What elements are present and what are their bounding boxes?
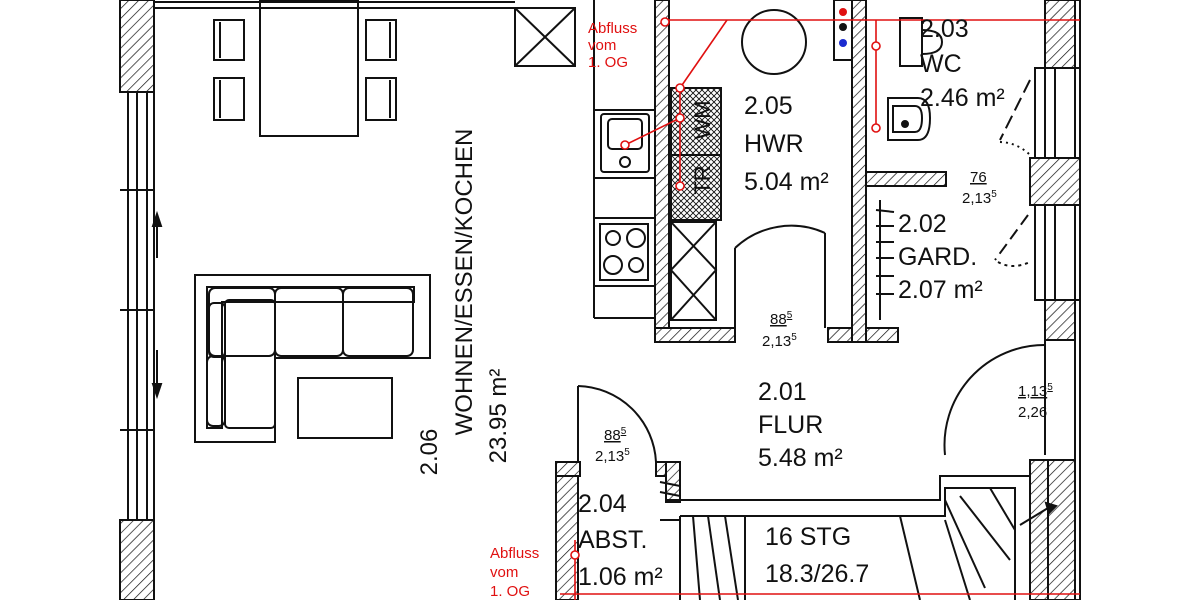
opening-wc-door: 76 2,135 (962, 169, 997, 207)
room-number-wc: 2.03 (920, 15, 969, 43)
drain-lines (560, 19, 1080, 600)
washer-label: WM (690, 100, 715, 139)
toilet-icon (899, 17, 944, 67)
room-area-wc: 2.46 m² (920, 84, 1005, 112)
room-label-wc: 2.03 WC 2.46 m² (920, 15, 1005, 112)
drain-note-top: Abfluss vom 1. OG (588, 20, 637, 71)
svg-text:885: 885 (770, 310, 793, 328)
drain-note-line: Abfluss (588, 20, 637, 37)
opening-height: 2,13 (962, 190, 991, 207)
room-name-flur: FLUR (758, 411, 823, 439)
room-number-flur: 2.01 (758, 378, 807, 406)
cooktop-icon (599, 223, 649, 281)
room-label-abst: 2.04 ABST. 1.06 m² (578, 490, 663, 591)
stair-ratio: 18.3/26.7 (765, 560, 869, 588)
sliding-arrows (151, 210, 163, 400)
drain-points (570, 17, 881, 560)
svg-text:76: 76 (970, 169, 987, 186)
room-label-wohnen: 2.06 WOHNEN/ESSEN/KOCHEN 23.95 m² (416, 129, 512, 476)
meter-box (833, 0, 853, 61)
room-number-gard: 2.02 (898, 210, 947, 238)
kitchen-counter (593, 0, 656, 319)
opening-height: 2,13 (595, 448, 624, 465)
right-windows (1029, 67, 1081, 301)
room-name-gard: GARD. (898, 243, 977, 271)
shelf-unit (669, 221, 718, 321)
fridge-icon (514, 7, 576, 67)
drain-note-bottom: Abfluss vom 1. OG (490, 545, 539, 600)
opening-width: 88 (604, 427, 621, 444)
sofa (194, 274, 431, 443)
svg-text:2,26: 2,26 (1018, 404, 1047, 421)
drain-note-line: 1. OG (588, 54, 628, 71)
opening-height: 2,26 (1018, 404, 1047, 421)
room-name-wohnen: WOHNEN/ESSEN/KOCHEN (451, 129, 478, 436)
opening-width: 76 (970, 169, 987, 186)
interior-walls (555, 0, 1049, 600)
room-area-wohnen: 23.95 m² (485, 369, 512, 464)
opening-width-sup: 5 (1047, 382, 1053, 393)
washbasin-icon (887, 97, 932, 141)
room-label-gard: 2.02 GARD. 2.07 m² (898, 210, 983, 304)
dryer-label: TR (690, 165, 715, 194)
room-label-flur: 2.01 FLUR 5.48 m² (758, 378, 843, 472)
svg-text:885: 885 (604, 426, 627, 444)
room-number-wohnen: 2.06 (416, 429, 443, 476)
room-name-wc: WC (920, 50, 962, 78)
opening-width-sup: 5 (787, 310, 793, 321)
top-wall (154, 1, 515, 9)
svg-text:2,135: 2,135 (962, 189, 997, 207)
opening-height-sup: 5 (624, 447, 630, 458)
dining-table (259, 0, 359, 137)
svg-text:2,135: 2,135 (595, 447, 630, 465)
boiler (741, 9, 807, 75)
stair-steps: 16 STG (765, 523, 851, 551)
room-number-abst: 2.04 (578, 490, 627, 518)
staircase (659, 475, 1058, 600)
drain-note-line: vom (490, 564, 518, 581)
opening-abst-door: 885 2,135 (595, 426, 630, 465)
opening-width: 88 (770, 311, 787, 328)
drain-note-line: 1. OG (490, 583, 530, 600)
wardrobe-rod (875, 200, 895, 320)
room-name-hwr: HWR (744, 130, 804, 158)
room-label-hwr: 2.05 HWR 5.04 m² (744, 92, 829, 196)
room-area-abst: 1.06 m² (578, 563, 663, 591)
opening-width-sup: 5 (621, 426, 627, 437)
room-name-abst: ABST. (578, 526, 647, 554)
coffee-table (297, 377, 393, 439)
drain-note-line: vom (588, 37, 616, 54)
opening-height: 2,13 (762, 333, 791, 350)
room-area-gard: 2.07 m² (898, 276, 983, 304)
opening-hwr-door: 885 2,135 (762, 310, 797, 350)
room-number-hwr: 2.05 (744, 92, 793, 120)
room-area-flur: 5.48 m² (758, 444, 843, 472)
doors (577, 79, 1046, 463)
opening-width: 1,13 (1018, 383, 1047, 400)
svg-text:1,135: 1,135 (1018, 382, 1053, 400)
room-area-hwr: 5.04 m² (744, 168, 829, 196)
svg-text:2,135: 2,135 (762, 332, 797, 350)
dining-chairs (213, 19, 397, 121)
opening-height-sup: 5 (991, 189, 997, 200)
drain-note-line: Abfluss (490, 545, 539, 562)
left-window-wall (120, 92, 155, 520)
opening-entry-door: 1,135 2,26 (1018, 382, 1053, 421)
opening-height-sup: 5 (791, 332, 797, 343)
